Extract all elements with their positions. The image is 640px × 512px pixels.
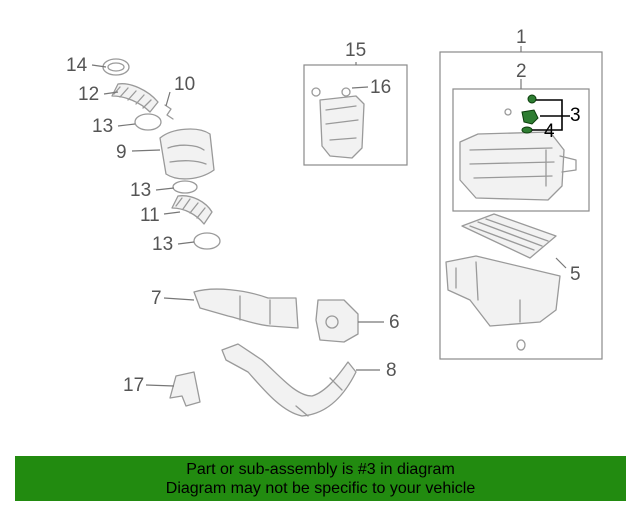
- callout-14: 14: [66, 55, 88, 76]
- callout-13b: 13: [130, 180, 151, 201]
- callout-7: 7: [151, 288, 162, 309]
- part-5-air-cleaner-case: [445, 213, 561, 351]
- leader-lines-highlighted: [532, 99, 570, 131]
- callout-11: 11: [140, 205, 160, 226]
- part-11-hose: [171, 195, 213, 225]
- callout-17: 17: [123, 375, 144, 396]
- part-12-hose: [111, 83, 159, 113]
- callout-4: 4: [544, 121, 555, 142]
- part-10-clip: [164, 104, 174, 120]
- callout-13c: 13: [152, 234, 173, 255]
- callout-2: 2: [516, 61, 527, 82]
- part-13-clamp-lower: [193, 232, 221, 250]
- callout-12: 12: [78, 84, 99, 105]
- callout-9: 9: [116, 142, 127, 163]
- part-17-bracket: [169, 371, 201, 407]
- callout-8: 8: [386, 360, 397, 381]
- callout-5: 5: [570, 264, 581, 285]
- part-6-valve: [315, 299, 359, 343]
- leader-lines: [91, 46, 567, 387]
- part-14-clamp: [102, 58, 130, 76]
- part-15-resonator-tank: [311, 87, 365, 159]
- callout-13a: 13: [92, 116, 113, 137]
- part-2-air-cleaner-cap: [459, 108, 577, 201]
- part-13-clamp-upper: [134, 113, 162, 131]
- info-banner: Part or sub-assembly is #3 in diagram Di…: [15, 456, 626, 501]
- callout-3: 3: [570, 105, 581, 126]
- part-3-sensor-highlighted: [521, 94, 539, 134]
- part-9-resonator: [159, 128, 215, 180]
- callout-6: 6: [389, 312, 400, 333]
- part-7-intake-duct: [193, 288, 299, 329]
- callout-1: 1: [516, 27, 527, 48]
- part-13-clamp-middle: [172, 180, 198, 194]
- callout-15: 15: [345, 40, 366, 61]
- banner-line-2: Diagram may not be specific to your vehi…: [165, 479, 476, 497]
- callout-10: 10: [174, 74, 195, 95]
- callout-16: 16: [370, 77, 391, 98]
- part-8-intake-hose: [221, 343, 357, 417]
- banner-line-1: Part or sub-assembly is #3 in diagram: [186, 460, 455, 478]
